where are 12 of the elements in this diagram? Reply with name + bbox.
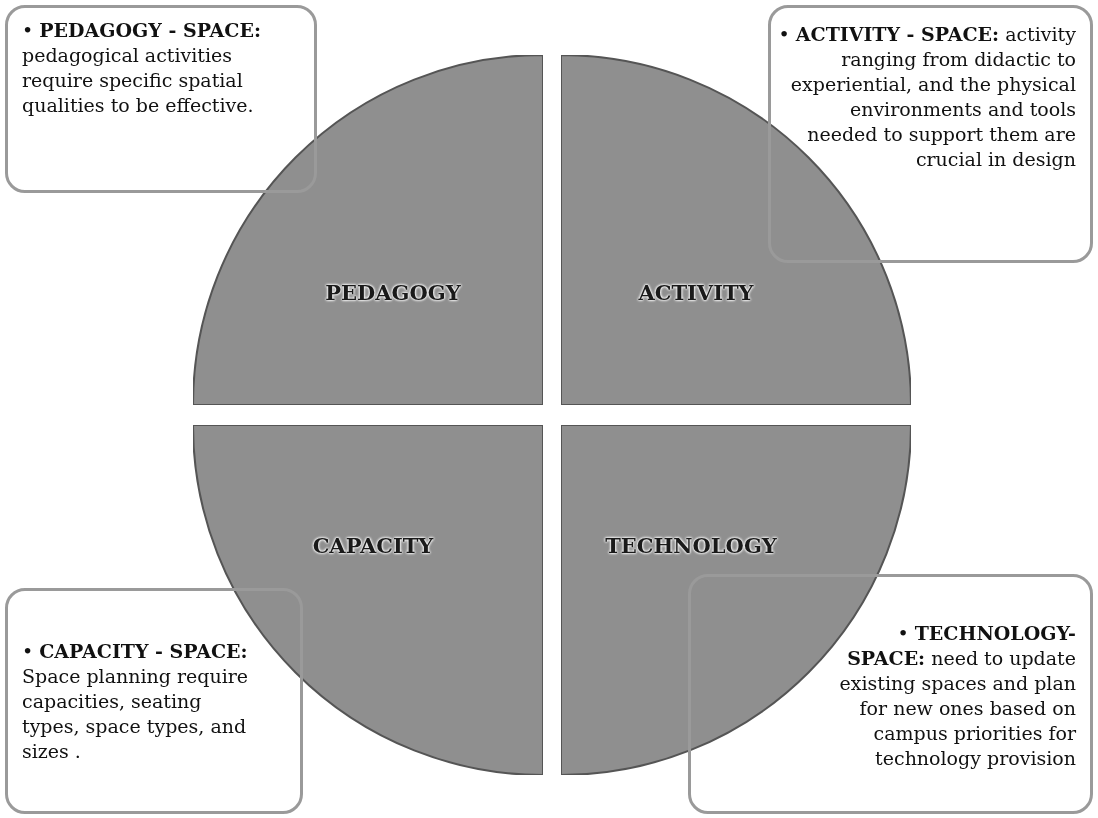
info-card — [688, 574, 1093, 814]
card-text: • TECHNOLOGY- SPACE: need to update existing spaces and plan for new ones based on campus priorities for technology provision — [838, 621, 1076, 771]
quadrant-label: TECHNOLOGY — [605, 532, 777, 558]
quadrant-label: CAPACITY — [312, 532, 434, 558]
quadrant-label: PEDAGOGY — [325, 279, 461, 305]
card-text: • ACTIVITY - SPACE: activity ranging from didactic to experiential, and the physical environments and tools needed to support them are crucial in design — [777, 22, 1076, 172]
info-card — [768, 5, 1093, 263]
card-text: • PEDAGOGY - SPACE: pedagogical activities require specific spatial qualities to be effective. — [22, 18, 262, 118]
info-card — [5, 588, 303, 814]
card-text: • CAPACITY - SPACE: Space planning require capacities, seating types, space types, and sizes . — [22, 639, 250, 764]
info-card — [5, 5, 317, 193]
quadrant-label: ACTIVITY — [638, 279, 754, 305]
